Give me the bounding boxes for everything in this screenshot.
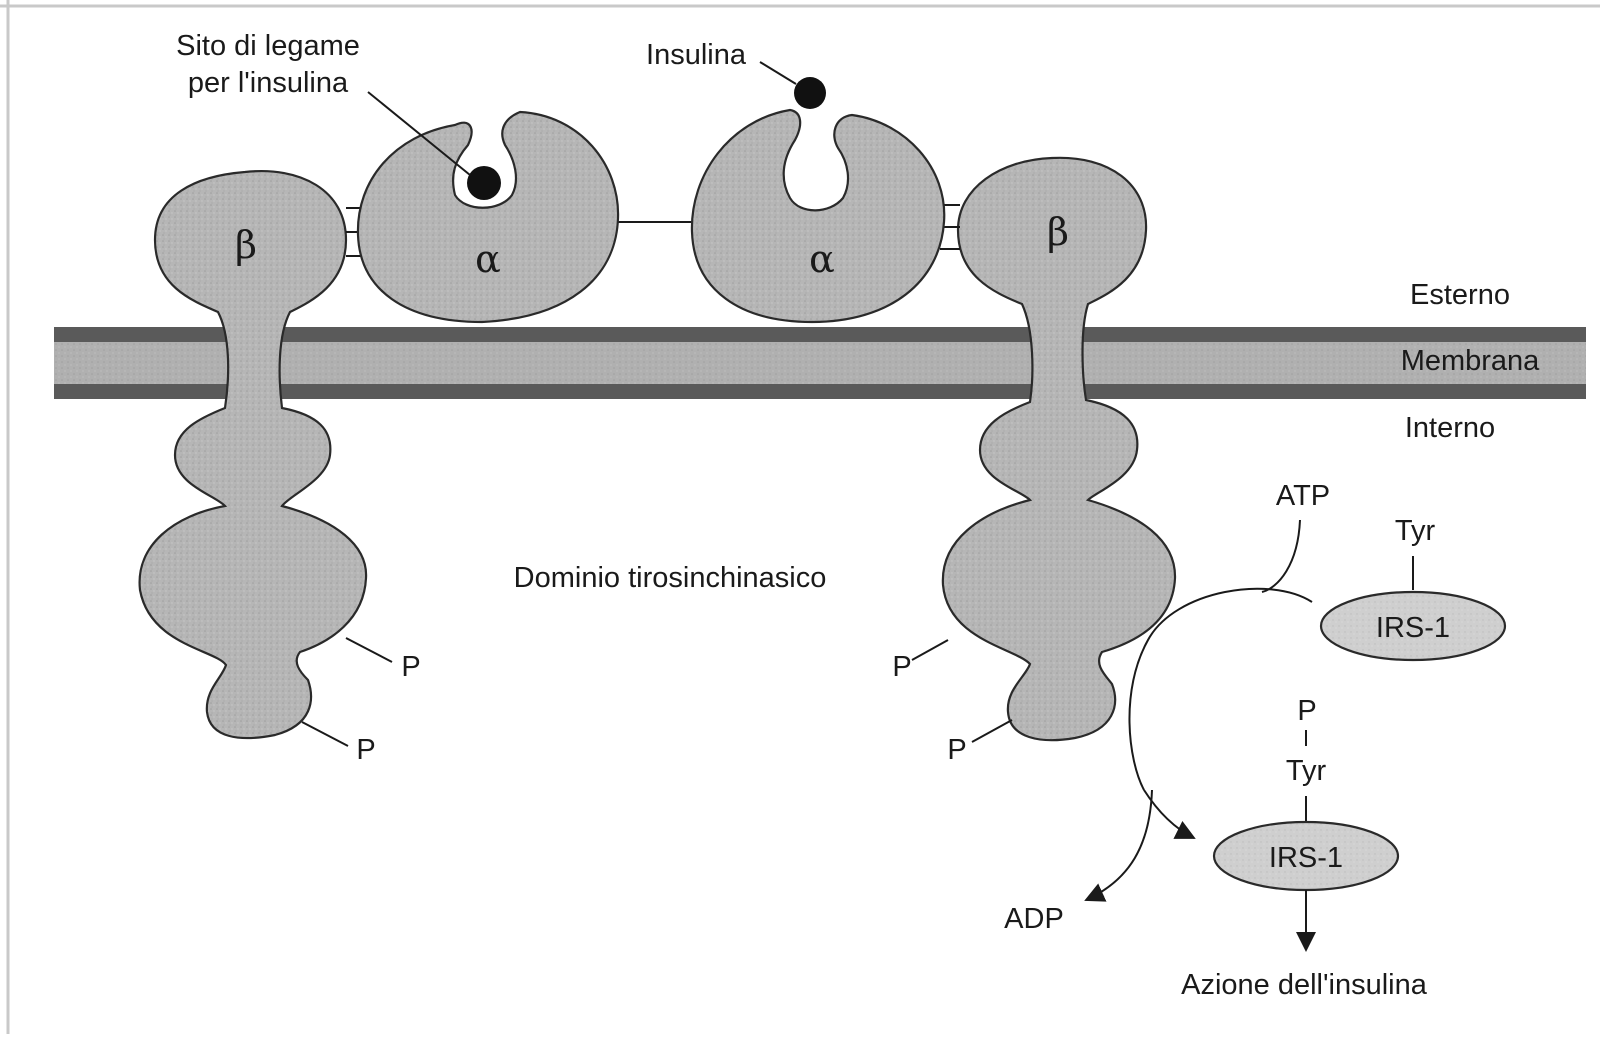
phosphate-leader-right-upper (912, 640, 948, 660)
binding-site-label-line1: Sito di legame (176, 30, 360, 62)
outside-label: Esterno (1410, 279, 1510, 311)
phosphate-leader-left-upper (346, 638, 392, 662)
inside-label: Interno (1405, 412, 1495, 444)
alpha-label-left: α (475, 237, 501, 281)
insulin-leader (760, 62, 796, 84)
tyr-label-bottom: Tyr (1286, 755, 1327, 787)
alpha-subunit-left (358, 112, 618, 322)
phosphate-leader-right-lower (972, 720, 1012, 742)
phosphate-label-left-upper: P (401, 651, 420, 683)
membrane-inner-leaflet (54, 384, 1586, 399)
insulin-action-label: Azione dell'insulina (1181, 969, 1428, 1001)
phosphate-label-left-lower: P (356, 734, 375, 766)
irs1-label-top: IRS-1 (1376, 612, 1450, 644)
beta-label-left: β (235, 223, 257, 267)
free-insulin-dot (794, 77, 826, 109)
adp-label: ADP (1004, 903, 1064, 935)
insulin-label: Insulina (646, 39, 747, 71)
membrane-label: Membrana (1401, 345, 1540, 377)
phosphate-label-right-upper: P (892, 651, 911, 683)
cell-membrane (54, 327, 1586, 399)
atp-curve (1262, 520, 1300, 592)
irs1-label-bottom: IRS-1 (1269, 842, 1343, 874)
beta-label-right: β (1047, 210, 1069, 254)
alpha-label-right: α (809, 237, 835, 281)
atp-label: ATP (1276, 480, 1330, 512)
tyr-label-top: Tyr (1395, 515, 1436, 547)
alpha-subunit-right (692, 110, 944, 322)
phosphate-leader-left-lower (302, 722, 348, 746)
phosphate-label-right-lower: P (947, 734, 966, 766)
bound-insulin-dot (467, 166, 501, 200)
kinase-domain-label: Dominio tirosinchinasico (514, 562, 827, 594)
binding-site-label-line2: per l'insulina (188, 67, 349, 99)
phosphate-label-tyr: P (1297, 695, 1316, 727)
arrow-to-adp (1086, 790, 1152, 900)
